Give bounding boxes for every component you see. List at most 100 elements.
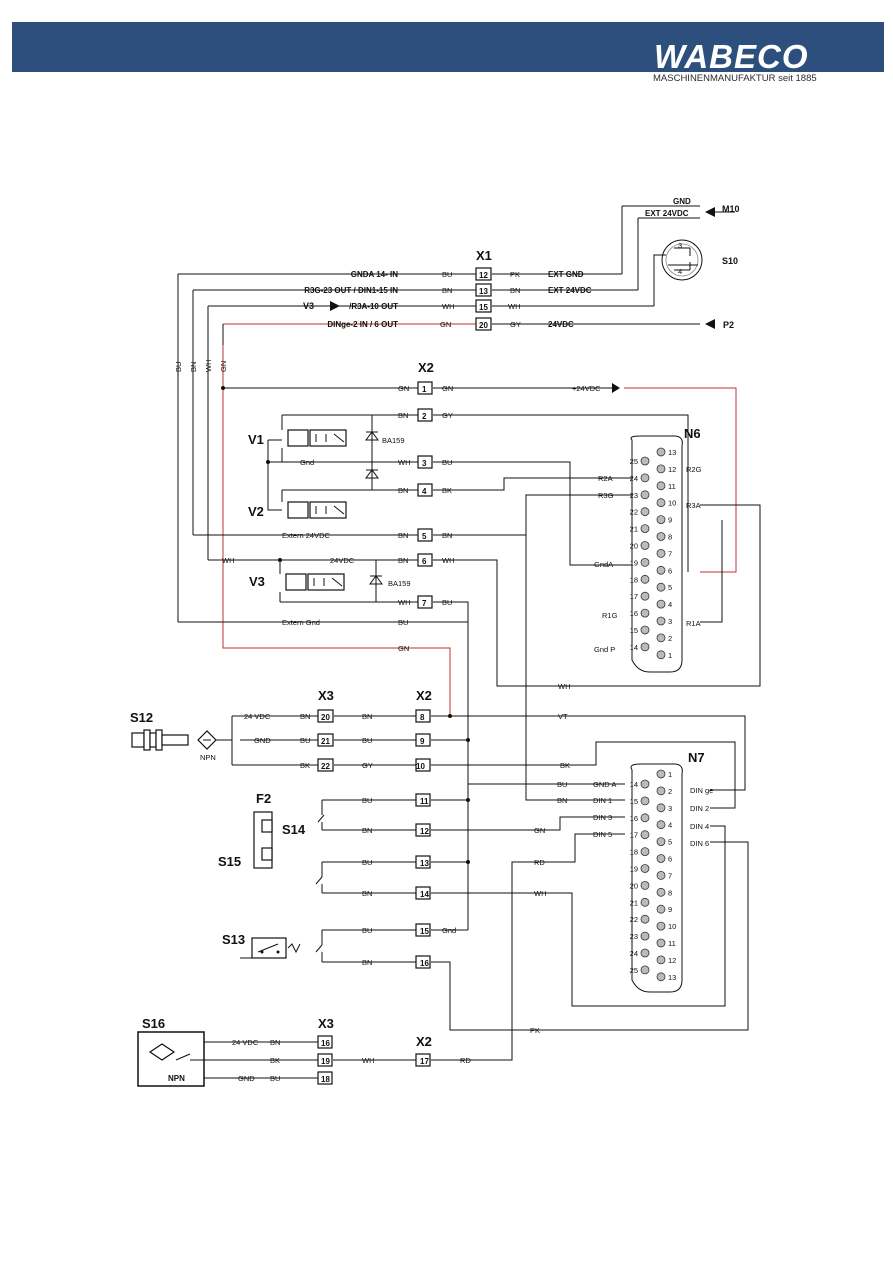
n6-pin bbox=[640, 507, 650, 517]
svg-text:15: 15 bbox=[420, 927, 429, 936]
n7-label: N7 bbox=[688, 750, 705, 765]
svg-text:16: 16 bbox=[420, 959, 429, 968]
svg-text:GN: GN bbox=[398, 384, 409, 393]
svg-text:24 VDC: 24 VDC bbox=[232, 1038, 259, 1047]
n7-pin-number: 20 bbox=[630, 881, 638, 890]
n7-pin bbox=[640, 914, 650, 924]
n6-pin bbox=[656, 599, 666, 609]
x2-lower-row: 16 BN PK bbox=[321, 841, 749, 1035]
n7-pin-number: 3 bbox=[668, 804, 672, 813]
svg-text:GND A: GND A bbox=[593, 780, 616, 789]
n7-pin bbox=[640, 813, 650, 823]
svg-text:BN: BN bbox=[189, 362, 198, 372]
svg-text:18: 18 bbox=[321, 1075, 330, 1084]
x3-row: 22 10 BK GY BK bbox=[232, 741, 736, 809]
n7-pin bbox=[656, 820, 666, 830]
v3-label: V3 bbox=[249, 574, 265, 589]
svg-text:WH: WH bbox=[442, 556, 455, 565]
n7-pin-number: 4 bbox=[668, 821, 672, 830]
svg-text:2: 2 bbox=[422, 412, 427, 421]
n7-pin-number: 6 bbox=[668, 855, 672, 864]
svg-text:24 VDC: 24 VDC bbox=[244, 712, 271, 721]
n6-pin-number: 23 bbox=[630, 491, 638, 500]
f2-switch bbox=[253, 811, 273, 869]
n6-pin-number: 14 bbox=[630, 643, 638, 652]
n6-pin-number: 12 bbox=[668, 465, 676, 474]
n7-pin bbox=[656, 938, 666, 948]
svg-text:BK: BK bbox=[560, 761, 570, 770]
n6-pin bbox=[656, 582, 666, 592]
n7-pin-number: 14 bbox=[630, 780, 638, 789]
header-bar bbox=[12, 22, 884, 72]
s10-label: S10 bbox=[722, 256, 738, 266]
svg-text:VT: VT bbox=[558, 712, 568, 721]
svg-text:GN: GN bbox=[440, 320, 451, 329]
svg-text:BN: BN bbox=[300, 712, 310, 721]
svg-text:BN: BN bbox=[398, 411, 408, 420]
n6-label: N6 bbox=[684, 426, 701, 441]
svg-text:1: 1 bbox=[422, 385, 427, 394]
svg-text:8: 8 bbox=[420, 713, 425, 722]
n7-pin bbox=[640, 830, 650, 840]
svg-text:BN: BN bbox=[270, 1038, 280, 1047]
svg-text:BK: BK bbox=[442, 486, 452, 495]
s16-row: 19 17 BK WH RD bbox=[204, 1053, 471, 1067]
svg-text:BN: BN bbox=[362, 712, 372, 721]
n6-pin-number: 25 bbox=[630, 457, 638, 466]
brand-tagline: MASCHINENMANUFAKTUR seit 1885 bbox=[653, 73, 817, 84]
svg-text:+24VDC: +24VDC bbox=[572, 384, 601, 393]
n7-pin bbox=[640, 948, 650, 958]
n7-pin-number: 8 bbox=[668, 888, 672, 897]
svg-text:BU: BU bbox=[398, 618, 408, 627]
n6-pin-number: 10 bbox=[668, 499, 676, 508]
n7-pin bbox=[656, 972, 666, 982]
n7-pin bbox=[656, 769, 666, 779]
svg-text:GND: GND bbox=[238, 1074, 255, 1083]
n7-pin-number: 15 bbox=[630, 797, 638, 806]
s10-connector: 3 4 bbox=[661, 239, 703, 281]
svg-text:Gnd P: Gnd P bbox=[594, 645, 615, 654]
s16-row: 16 24 VDC BN bbox=[204, 1035, 333, 1049]
n6-pin bbox=[656, 616, 666, 626]
svg-text:4: 4 bbox=[678, 267, 682, 276]
n7-pin-number: 10 bbox=[668, 922, 676, 931]
svg-text:WH: WH bbox=[558, 682, 571, 691]
n6-pin bbox=[656, 633, 666, 643]
n7-pin-number: 7 bbox=[668, 871, 672, 880]
s15-label: S15 bbox=[218, 854, 241, 869]
svg-text:BN: BN bbox=[442, 531, 452, 540]
n7-pin-number: 21 bbox=[630, 898, 638, 907]
svg-text:9: 9 bbox=[420, 737, 425, 746]
svg-text:DIN 3: DIN 3 bbox=[593, 813, 612, 822]
s14-label: S14 bbox=[282, 822, 306, 837]
svg-text:7: 7 bbox=[422, 599, 427, 608]
n7-pin bbox=[640, 779, 650, 789]
n6-pin-number: 3 bbox=[668, 617, 672, 626]
n7-pin bbox=[640, 881, 650, 890]
svg-text:BN: BN bbox=[398, 556, 408, 565]
x3-label-b: X3 bbox=[318, 1016, 334, 1031]
n6-pin bbox=[640, 591, 650, 601]
n6-pin bbox=[656, 650, 666, 660]
n6-pin bbox=[656, 498, 666, 508]
n6-pin-number: 24 bbox=[630, 474, 638, 483]
x2-lower-row: 13 BU bbox=[315, 855, 470, 885]
svg-text:5: 5 bbox=[422, 532, 427, 541]
svg-text:R2G: R2G bbox=[686, 465, 702, 474]
svg-text:11: 11 bbox=[420, 797, 429, 806]
n7-pin-number: 24 bbox=[630, 949, 638, 958]
svg-text:BU: BU bbox=[174, 362, 183, 372]
svg-text:BN: BN bbox=[510, 286, 520, 295]
svg-text:6: 6 bbox=[422, 557, 427, 566]
n6-pin-number: 7 bbox=[668, 549, 672, 558]
svg-text:WH: WH bbox=[362, 1056, 375, 1065]
svg-text:21: 21 bbox=[321, 737, 330, 746]
n6-pin bbox=[656, 549, 666, 558]
n6-pin-number: 1 bbox=[668, 651, 672, 660]
svg-text:BU: BU bbox=[442, 458, 452, 467]
svg-text:BU: BU bbox=[270, 1074, 280, 1083]
n7-pin-number: 1 bbox=[668, 770, 672, 779]
n7-pin-number: 19 bbox=[630, 865, 638, 874]
n7-pin-number: 17 bbox=[630, 831, 638, 840]
